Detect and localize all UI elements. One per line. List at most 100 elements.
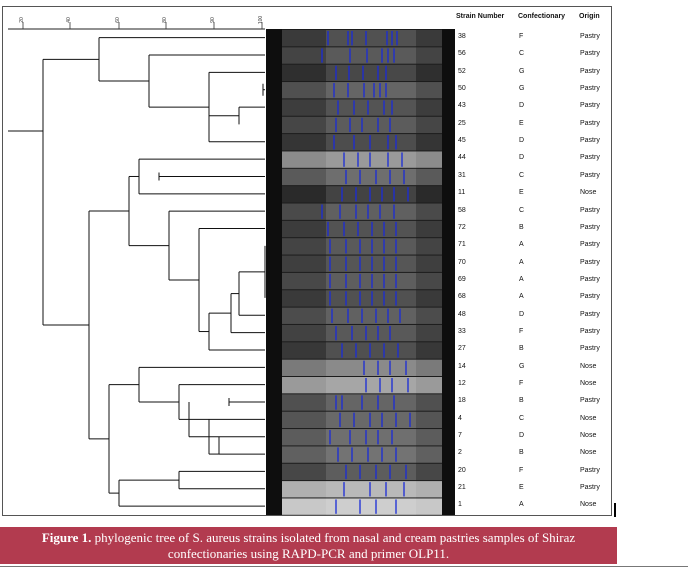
cell-strain: 14 <box>458 362 466 370</box>
caption-line-1: phylogenic tree of S. aureus strains iso… <box>91 530 576 545</box>
cell-confectionary: A <box>519 258 524 266</box>
cell-origin: Pastry <box>580 258 600 266</box>
gel-lane-glow <box>326 359 416 376</box>
cell-strain: 18 <box>458 397 466 405</box>
cell-confectionary: B <box>519 345 524 353</box>
gel-lane-glow <box>326 272 416 290</box>
gel-lane <box>282 186 442 203</box>
gel-lane-glow <box>326 377 416 394</box>
gel-lane-glow <box>326 99 416 116</box>
gel-lane-glow <box>326 64 416 82</box>
cell-confectionary: D <box>519 310 525 318</box>
gel-lane <box>282 377 442 394</box>
cell-confectionary: C <box>519 171 525 179</box>
gel-lane-glow <box>326 307 416 324</box>
gel-lane-glow <box>326 498 416 515</box>
cell-confectionary: D <box>519 154 525 162</box>
gel-lane <box>282 411 442 429</box>
cell-confectionary: A <box>519 293 524 301</box>
cell-strain: 70 <box>458 258 466 266</box>
cell-confectionary: A <box>519 241 524 249</box>
scale-tick-label: 60 <box>115 17 121 23</box>
gel-lane-glow <box>326 151 416 168</box>
cell-confectionary: C <box>519 206 525 214</box>
gel-lane <box>282 324 442 342</box>
gel-lane-glow <box>326 446 416 463</box>
figure-caption: Figure 1. phylogenic tree of S. aureus s… <box>0 527 617 564</box>
cell-confectionary: E <box>519 189 524 197</box>
cell-strain: 33 <box>458 327 466 335</box>
gel-lane <box>282 463 442 481</box>
cell-origin: Pastry <box>580 85 600 93</box>
gel-lane <box>282 220 442 238</box>
gel-lane-glow <box>326 30 416 47</box>
cell-origin: Pastry <box>580 310 600 318</box>
header-origin: Origin <box>579 13 600 20</box>
scale-tick-label: 90 <box>210 17 216 23</box>
gel-lane <box>282 64 442 82</box>
gel-lane <box>282 429 442 446</box>
cell-origin: Pastry <box>580 119 600 127</box>
cell-strain: 12 <box>458 380 466 387</box>
gel-lane-glow <box>326 134 416 151</box>
cell-strain: 56 <box>458 50 466 58</box>
cell-origin: Pastry <box>580 50 600 58</box>
cell-strain: 7 <box>458 432 462 440</box>
gel-lane-glow <box>326 82 416 99</box>
gel-left-edge <box>266 29 282 515</box>
cell-confectionary: F <box>519 466 524 474</box>
cell-strain: 1 <box>458 501 462 509</box>
cell-confectionary: F <box>519 33 524 40</box>
scale-tick-label: 100 <box>258 16 264 25</box>
gel-lane <box>282 272 442 290</box>
header-confectionary: Confectionary <box>518 13 566 20</box>
cell-origin: Pastry <box>580 397 600 405</box>
gel-lane-glow <box>326 47 416 64</box>
gel-lane-glow <box>326 220 416 238</box>
gel-lane-glow <box>326 429 416 446</box>
gel-lane-glow <box>326 324 416 342</box>
gel-lane-glow <box>326 342 416 359</box>
scale-tick-label: 80 <box>162 17 168 23</box>
cell-confectionary: B <box>519 397 524 405</box>
gel-lane-glow <box>326 463 416 481</box>
cell-strain: 52 <box>458 67 466 75</box>
cell-origin: Pastry <box>580 33 600 40</box>
gel-right-edge <box>442 29 455 515</box>
cell-strain: 31 <box>458 171 466 179</box>
cell-confectionary: A <box>519 501 524 509</box>
caption-line-2: confectionaries using RAPD-PCR and prime… <box>167 546 450 561</box>
gel-lane-glow <box>326 481 416 498</box>
cell-confectionary: G <box>519 85 525 93</box>
gel-lane-glow <box>326 168 416 186</box>
cell-strain: 71 <box>458 241 466 249</box>
gel-lane <box>282 290 442 307</box>
cell-origin: Pastry <box>580 171 600 179</box>
cell-strain: 25 <box>458 119 466 127</box>
page-divider <box>0 566 688 567</box>
cell-confectionary: B <box>519 449 524 457</box>
cell-origin: Pastry <box>580 293 600 301</box>
cell-origin: Pastry <box>580 275 600 283</box>
cell-confectionary: E <box>519 484 524 492</box>
cell-origin: Pastry <box>580 223 600 231</box>
gel-lane <box>282 238 442 255</box>
gel-lane <box>282 82 442 99</box>
gel-lane-glow <box>326 238 416 255</box>
cell-confectionary: E <box>519 119 524 127</box>
gel-lane <box>282 481 442 498</box>
dendrogram <box>8 37 266 507</box>
cell-strain: 72 <box>458 223 466 231</box>
cell-strain: 44 <box>458 154 466 162</box>
gel-lane-glow <box>326 255 416 272</box>
cell-confectionary: F <box>519 327 524 335</box>
cell-strain: 27 <box>458 345 466 353</box>
gel-lane <box>282 359 442 376</box>
cell-strain: 43 <box>458 102 466 110</box>
cell-origin: Nose <box>580 414 597 422</box>
cell-origin: Nose <box>580 380 597 387</box>
gel-lane <box>282 255 442 272</box>
cell-origin: Nose <box>580 501 597 509</box>
cell-origin: Nose <box>580 362 597 370</box>
